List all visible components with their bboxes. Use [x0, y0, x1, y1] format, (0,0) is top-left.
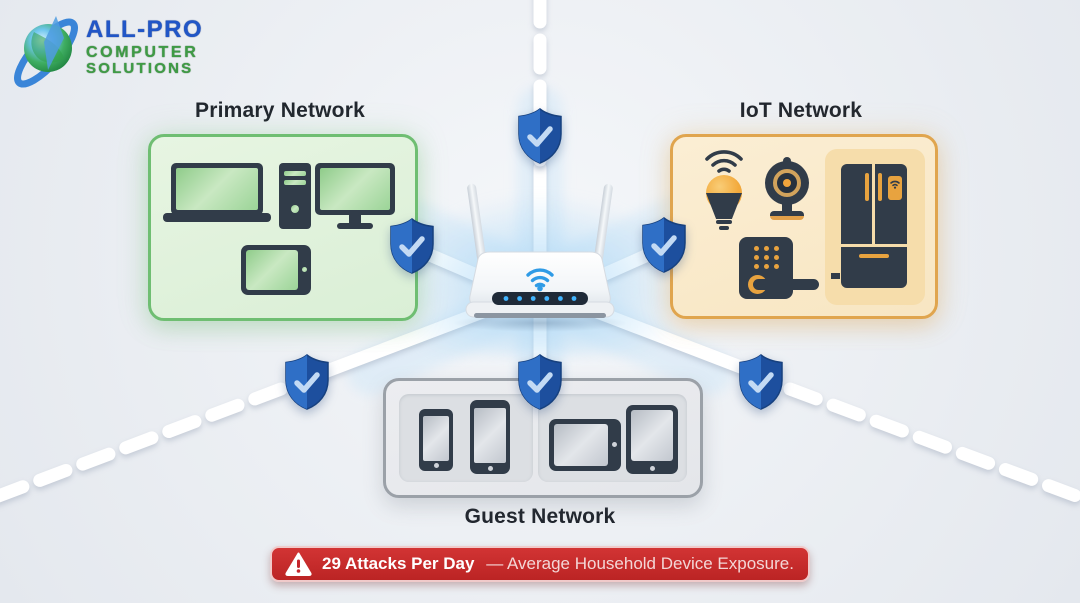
security-camera-icon	[763, 155, 811, 221]
guest-network-box	[383, 378, 703, 498]
fridge-wifi-screen	[888, 176, 902, 200]
monitor-icon	[315, 163, 395, 215]
router-antenna-right	[593, 183, 613, 266]
tablet-portrait-icon	[626, 405, 678, 474]
router-leds	[503, 296, 577, 301]
smart-refrigerator-icon	[825, 149, 925, 305]
tablet-landscape-icon	[549, 419, 621, 471]
banner-highlight: 29 Attacks Per Day	[322, 554, 475, 573]
attack-stats-banner: 29 Attacks Per Day — Average Household D…	[270, 546, 810, 582]
laptop-base	[163, 213, 271, 222]
smart-lock-icon	[739, 237, 831, 301]
router-base-shadow	[474, 313, 606, 318]
smartphone-large-icon	[470, 400, 510, 474]
iot-network-box	[670, 134, 938, 319]
logo-line2: COMPUTER	[86, 44, 199, 61]
shield-check-icon	[390, 218, 434, 274]
primary-network-box	[148, 134, 418, 321]
router-wifi-icon	[526, 268, 554, 288]
company-logo: ALL-PRO COMPUTER SOLUTIONS	[6, 6, 221, 98]
router-led-strip	[492, 292, 588, 305]
tablet-icon	[241, 245, 311, 295]
warning-triangle-icon	[285, 552, 312, 576]
desktop-tower-icon	[279, 163, 311, 229]
logo-text: ALL-PRO COMPUTER SOLUTIONS	[86, 18, 203, 77]
shield-check-icon	[739, 354, 783, 410]
globe-swoosh-icon	[14, 16, 78, 88]
shield-check-icon	[285, 354, 329, 410]
banner-text: 29 Attacks Per Day — Average Household D…	[322, 554, 794, 574]
banner-message: — Average Household Device Exposure.	[486, 554, 794, 573]
router-antenna-left	[467, 183, 487, 265]
monitor-neck	[349, 215, 361, 223]
primary-network-label: Primary Network	[195, 99, 365, 122]
shield-check-icon	[518, 354, 562, 410]
logo-line3: SOLUTIONS	[86, 60, 194, 77]
iot-network-label: IoT Network	[739, 99, 863, 122]
shield-check-icon	[518, 108, 562, 164]
monitor-base	[337, 223, 373, 229]
logo-line1: ALL-PRO	[86, 16, 204, 43]
laptop-icon	[171, 163, 263, 215]
smartphone-small-icon	[419, 409, 453, 471]
router-shadow	[452, 314, 628, 332]
shield-check-icon	[642, 217, 686, 273]
wifi-router	[465, 183, 615, 318]
guest-network-label: Guest Network	[464, 505, 616, 528]
wifi-waves-icon	[705, 150, 743, 173]
smart-bulb-icon	[691, 147, 757, 239]
